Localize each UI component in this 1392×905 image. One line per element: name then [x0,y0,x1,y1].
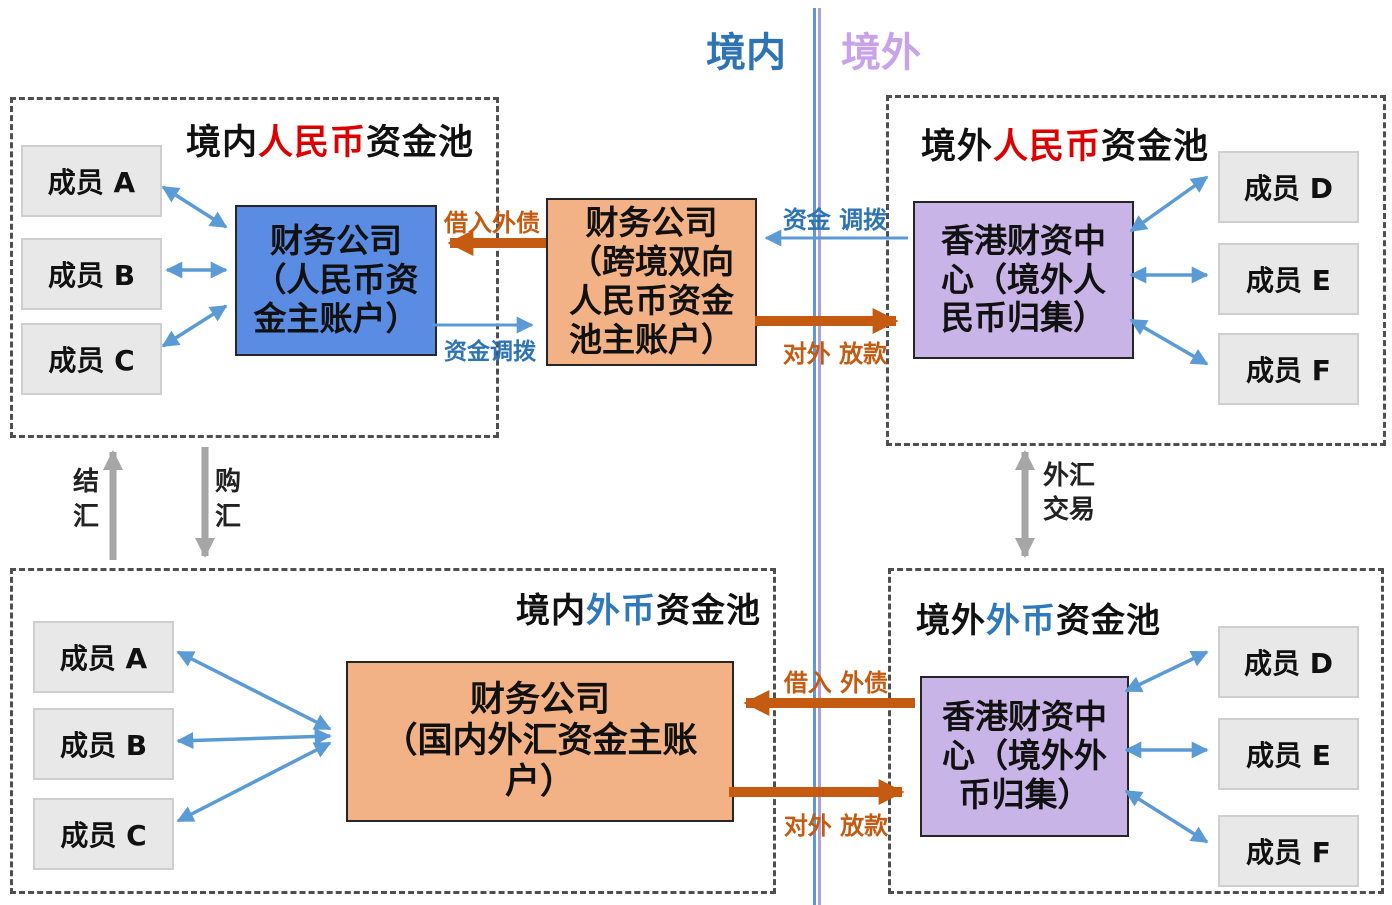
pool-title-highlight: 外币 [586,591,656,631]
pool-title-overseas-rmb: 境外人民币资金池 [921,118,1209,169]
pool-title-suffix: 资金池 [656,591,761,631]
entity-line: 香港财资中 [942,697,1107,737]
label-fx-trade: 外汇交易 [1042,461,1095,525]
pool-domestic-rmb: 境内人民币资金池 成员 A 成员 B 成员 C 财务公司 （人民币资 金主账户） [10,97,499,438]
entity-line: 金主账户） [253,298,419,338]
entity-line: 财务公司 [585,203,718,243]
member-box-d: 成员 D [1218,151,1359,223]
pool-title-suffix: 资金池 [1101,127,1210,167]
entity-line: 民币归集） [941,298,1106,338]
pool-title-domestic-fx: 境内外币资金池 [516,583,761,632]
entity-line: （人民币资 [253,260,419,300]
entity-line: 香港财资中 [941,220,1106,260]
pool-title-suffix: 资金池 [365,123,474,163]
hk-treasury-fx-box: 香港财资中 心（境外外 币归集） [920,676,1129,837]
member-box-c: 成员 C [33,798,174,870]
label-fx-purchase: 购汇 [214,467,241,533]
member-box-b: 成员 B [21,238,162,310]
entity-line: 心（境外外 [942,736,1107,776]
member-box-c: 成员 C [21,323,162,395]
pool-title-prefix: 境内 [185,123,258,163]
pool-title-highlight: 人民币 [257,123,366,163]
entity-line: 户） [504,762,575,803]
domestic-border-line [813,8,816,905]
label-top-outbound-lending: 对外 放款 [782,340,888,368]
treasury-domestic-rmb-box: 财务公司 （人民币资 金主账户） [235,205,437,356]
entity-line: （跨境双向 [569,242,734,282]
member-box-e: 成员 E [1218,243,1359,315]
pool-domestic-fx: 境内外币资金池 成员 A 成员 B 成员 C 财务公司 （国内外汇资金主账 户） [10,568,776,894]
pool-title-suffix: 资金池 [1056,601,1161,641]
treasury-domestic-fx-box: 财务公司 （国内外汇资金主账 户） [346,661,734,822]
entity-line: 财务公司 [469,679,610,720]
label-top-right-fund-transfer: 资金 调拨 [782,206,888,234]
member-box-f: 成员 F [1218,815,1359,887]
member-box-b: 成员 B [33,708,174,780]
center-crossborder-pool-box: 财务公司 （跨境双向 人民币资金 池主账户） [546,198,757,366]
label-bottom-borrow-debt: 借入 外债 [783,669,889,697]
pool-title-highlight: 人民币 [993,127,1102,167]
pool-title-prefix: 境外 [921,127,994,167]
pool-title-domestic-rmb: 境内人民币资金池 [186,114,474,165]
label-fx-settlement: 结汇 [72,467,99,533]
member-box-d: 成员 D [1218,626,1359,698]
entity-line: 池主账户） [569,319,734,359]
region-label-overseas: 境外 [841,30,921,76]
pool-title-prefix: 境外 [916,601,986,641]
pool-title-highlight: 外币 [986,601,1056,641]
member-box-e: 成员 E [1218,718,1359,790]
pool-title-prefix: 境内 [516,591,586,631]
member-box-a: 成员 A [21,145,162,217]
pool-overseas-rmb: 境外人民币资金池 香港财资中 心（境外人 民币归集） 成员 D 成员 E 成员 … [886,95,1386,446]
pool-title-overseas-fx: 境外外币资金池 [916,593,1161,642]
label-bottom-outbound-lending: 对外 放款 [783,812,889,840]
region-label-domestic: 境内 [706,30,786,76]
member-box-a: 成员 A [33,621,174,693]
hk-treasury-rmb-box: 香港财资中 心（境外人 民币归集） [913,201,1134,359]
entity-line: 币归集） [958,774,1091,814]
pool-overseas-fx: 境外外币资金池 香港财资中 心（境外外 币归集） 成员 D 成员 E 成员 F [888,568,1384,894]
label-top-left-fund-transfer: 资金调拨 [444,339,536,365]
entity-line: 人民币资金 [569,281,734,320]
entity-line: 财务公司 [270,221,402,261]
entity-line: （国内外汇资金主账 [382,720,698,761]
label-top-borrow-debt: 借入外债 [444,209,540,237]
overseas-border-line [818,8,821,905]
member-box-f: 成员 F [1218,333,1359,405]
entity-line: 心（境外人 [941,259,1106,299]
